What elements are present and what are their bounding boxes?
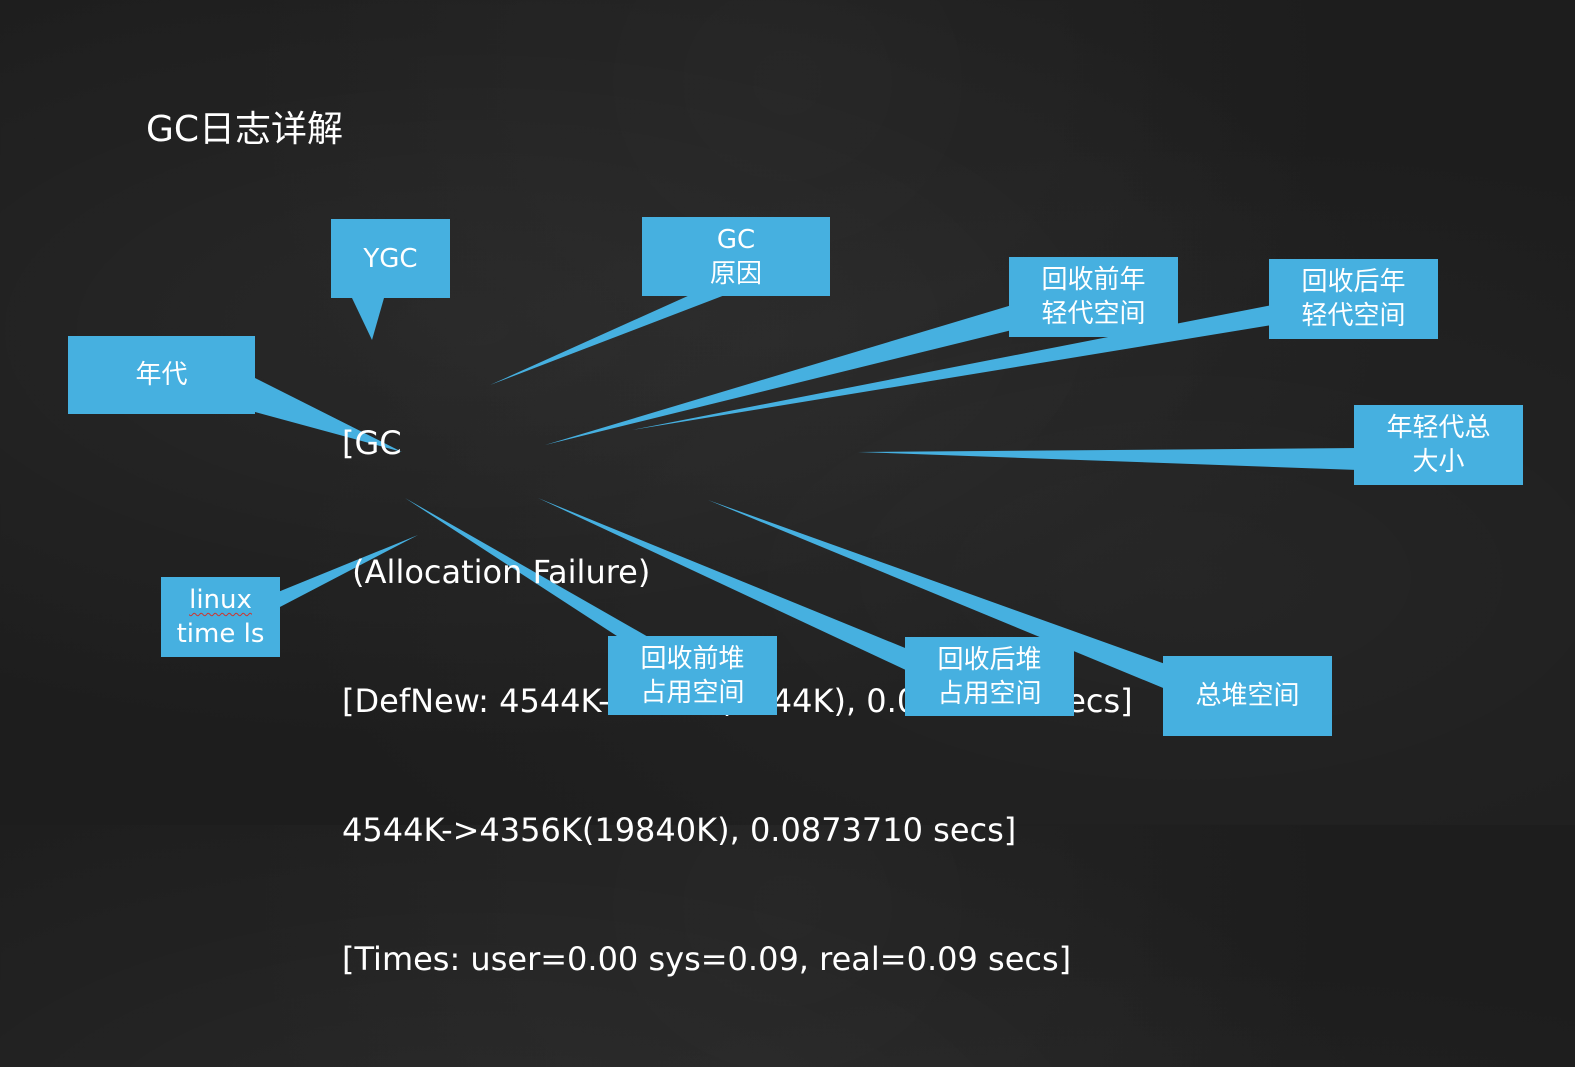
callout-generation: 年代 — [68, 336, 255, 414]
connector-heap-before — [405, 498, 650, 638]
callout-linux-time-line1: linux — [189, 585, 252, 615]
log-line-times: [Times: user=0.00 sys=0.09, real=0.09 se… — [342, 940, 1072, 978]
connector-young-before — [545, 305, 1012, 445]
slide-title: GC日志详解 — [146, 109, 344, 150]
callout-heap-after-line1: 回收后堆 — [937, 644, 1042, 675]
connector-linux-time — [278, 535, 418, 608]
log-line-cause: (Allocation Failure) — [342, 553, 651, 591]
connector-ygc — [352, 298, 384, 340]
callout-linux-time-line2: time ls — [176, 619, 265, 649]
connector-heap-after — [538, 498, 910, 672]
callout-young-before-line1: 回收前年 — [1041, 265, 1146, 295]
callout-gc-cause: GC 原因 — [642, 217, 830, 296]
callout-heap-after-line2: 占用空间 — [937, 678, 1042, 709]
callout-heap-total: 总堆空间 — [1163, 656, 1332, 736]
callout-linux-time: linux time ls — [161, 577, 280, 657]
callout-heap-before: 回收前堆 占用空间 — [608, 636, 777, 715]
callout-heap-after: 回收后堆 占用空间 — [905, 637, 1074, 716]
callout-heap-before-line2: 占用空间 — [640, 677, 745, 708]
callout-young-after: 回收后年 轻代空间 — [1269, 259, 1438, 339]
callout-young-after-line1: 回收后年 — [1301, 267, 1406, 297]
callout-young-total-line2: 大小 — [1412, 447, 1465, 477]
callout-young-after-line2: 轻代空间 — [1301, 301, 1406, 331]
callout-ygc-line1: YGC — [363, 243, 418, 274]
connector-young-total — [858, 448, 1358, 470]
log-line-heap: 4544K->4356K(19840K), 0.0873710 secs] — [342, 811, 1017, 849]
callout-heap-total-line1: 总堆空间 — [1195, 681, 1300, 711]
callout-ygc: YGC — [331, 219, 450, 298]
callout-gc-cause-line1: GC — [716, 224, 756, 255]
callout-gc-cause-line2: 原因 — [709, 258, 762, 289]
connector-generation — [255, 378, 402, 452]
connector-gc-cause — [490, 295, 725, 385]
callout-young-before-line2: 轻代空间 — [1041, 299, 1146, 329]
callout-young-before: 回收前年 轻代空间 — [1009, 257, 1178, 337]
callout-heap-before-line1: 回收前堆 — [640, 643, 745, 674]
callout-young-total-line1: 年轻代总 — [1386, 413, 1491, 443]
callout-young-total: 年轻代总 大小 — [1354, 405, 1523, 485]
callout-generation-line1: 年代 — [135, 360, 188, 390]
log-line-gc: [GC — [342, 424, 402, 462]
slide: GC日志详解 [GC (Allocation Failure) [DefNew:… — [68, 109, 1523, 978]
